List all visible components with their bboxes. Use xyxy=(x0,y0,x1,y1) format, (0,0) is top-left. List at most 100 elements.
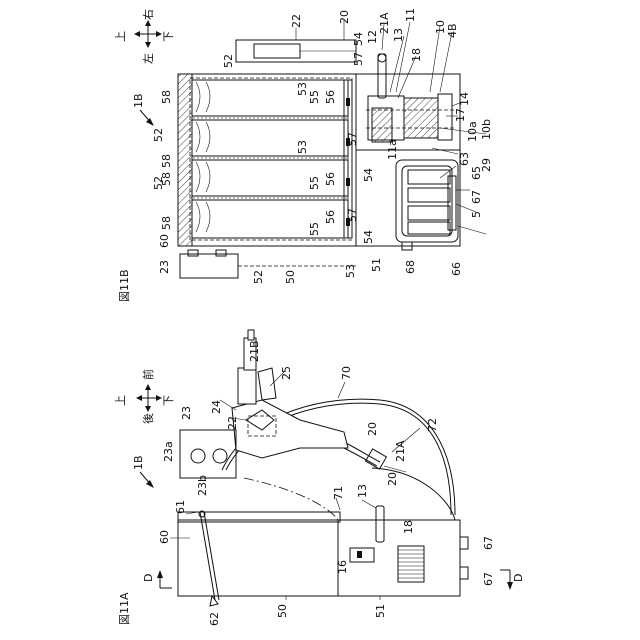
dir-front-label: 前 xyxy=(141,369,155,380)
dir-right-label-b: 右 xyxy=(141,9,155,20)
label-67-b: 67 xyxy=(470,190,483,204)
connector-67-lower xyxy=(460,567,468,579)
label-52-4-b: 52 xyxy=(252,270,265,284)
figure-11a-title: 図11A xyxy=(118,592,131,625)
battery-23 xyxy=(180,430,236,478)
label-58-1-b: 58 xyxy=(160,90,173,104)
label-60-b: 60 xyxy=(158,234,171,248)
section-marker-right-label: D xyxy=(512,574,525,582)
label-58-4-b: 58 xyxy=(160,216,173,230)
label-51-b: 51 xyxy=(370,258,383,272)
label-71-a: 71 xyxy=(332,486,345,500)
label-16-a: 16 xyxy=(336,560,349,574)
label-55-3-b: 55 xyxy=(308,222,321,236)
label-67-lower-a: 67 xyxy=(482,572,495,586)
label-20-upper-a: 20 xyxy=(366,422,379,436)
dir-back-label: 後 xyxy=(141,413,155,424)
dir-up-label-b: 上 xyxy=(114,31,127,42)
label-21a-a: 21A xyxy=(394,440,407,462)
section-marker-left-label: D xyxy=(142,574,155,582)
label-23a-a: 23a xyxy=(162,441,175,462)
label-18-a: 18 xyxy=(402,520,415,534)
label-10b-b: 10b xyxy=(480,119,493,140)
inlet-13 xyxy=(376,506,384,542)
label-24-a: 24 xyxy=(210,400,223,414)
label-60-a: 60 xyxy=(158,530,171,544)
label-51-a: 51 xyxy=(374,604,387,618)
label-17-b: 17 xyxy=(454,108,467,122)
label-1b-b: 1B xyxy=(132,93,145,108)
label-57-mid-b: 57 xyxy=(346,132,359,146)
label-29-b: 29 xyxy=(480,158,493,172)
label-63-b: 63 xyxy=(458,152,471,166)
label-13-b: 13 xyxy=(392,28,405,42)
label-21b-a: 21B xyxy=(248,340,261,362)
connector-67-upper xyxy=(460,537,468,549)
label-57-top-b: 57 xyxy=(352,52,365,66)
direction-indicator-11b: 上 下 左 右 xyxy=(114,9,175,64)
battery-23-b xyxy=(180,254,238,278)
label-53-3-b: 53 xyxy=(344,264,357,278)
hose-71 xyxy=(244,478,338,520)
label-14-b: 14 xyxy=(458,92,471,106)
label-10a-b: 10a xyxy=(466,121,479,142)
direction-indicator-11a: 上 下 前 後 xyxy=(114,369,175,424)
label-52-1-b: 52 xyxy=(222,54,235,68)
label-54-top-b: 54 xyxy=(352,32,365,46)
label-55-2-b: 55 xyxy=(308,176,321,190)
figure-11b: 図11B 上 下 左 右 xyxy=(114,8,493,302)
label-13-a: 13 xyxy=(356,484,369,498)
label-21a-b: 21A xyxy=(378,12,391,34)
label-20-lower-a: 20 xyxy=(386,472,399,486)
label-22-a: 22 xyxy=(226,416,239,430)
nozzle-21a xyxy=(366,449,387,469)
label-11a-b: 11a xyxy=(386,139,399,160)
label-4b-b: 4B xyxy=(446,23,459,38)
label-56-3-b: 56 xyxy=(324,210,337,224)
figure-11b-title: 図11B xyxy=(118,269,131,302)
label-20-b: 20 xyxy=(338,10,351,24)
dir-up-label: 上 xyxy=(114,395,127,406)
label-11-b: 11 xyxy=(404,8,417,22)
pump-module-10 xyxy=(366,94,456,142)
figure-11a: 図11A D D xyxy=(114,330,525,626)
label-22-b: 22 xyxy=(290,14,303,28)
gun-top-view-22 xyxy=(236,40,356,62)
label-1b-a: 1B xyxy=(132,455,145,470)
label-55-1-b: 55 xyxy=(308,90,321,104)
section-marker-left: D xyxy=(142,570,172,588)
label-70-a: 70 xyxy=(340,366,353,380)
label-23-b: 23 xyxy=(158,260,171,274)
label-50-a: 50 xyxy=(276,604,289,618)
label-61-a: 61 xyxy=(174,500,187,514)
label-58-3-b: 58 xyxy=(160,172,173,186)
label-18-b: 18 xyxy=(410,48,423,62)
label-52-2-b: 52 xyxy=(152,128,165,142)
section-marker-right: D xyxy=(500,570,525,590)
label-54-mid-b: 54 xyxy=(362,168,375,182)
battery-module-5 xyxy=(396,160,458,242)
label-66-b: 66 xyxy=(450,262,463,276)
label-68-b: 68 xyxy=(404,260,417,274)
dir-left-label-b: 左 xyxy=(142,53,155,64)
label-23b-a: 23b xyxy=(196,475,209,496)
dir-down-label-b: 下 xyxy=(162,31,175,42)
label-12-b: 12 xyxy=(366,30,379,44)
label-54-low-b: 54 xyxy=(362,230,375,244)
label-67-upper-a: 67 xyxy=(482,536,495,550)
label-56-2-b: 56 xyxy=(324,172,337,186)
label-53-2-b: 53 xyxy=(296,140,309,154)
label-62-a: 62 xyxy=(208,612,221,626)
label-25-a: 25 xyxy=(280,366,293,380)
label-23-a: 23 xyxy=(180,406,193,420)
label-57-low-b: 57 xyxy=(346,208,359,222)
label-50-b: 50 xyxy=(284,270,297,284)
label-72-a: 72 xyxy=(426,418,439,432)
label-58-2-b: 58 xyxy=(160,154,173,168)
label-56-1-b: 56 xyxy=(324,90,337,104)
dir-down-label: 下 xyxy=(162,395,175,406)
label-5-b: 5 xyxy=(470,211,483,218)
labels-11a: 1B 62 50 51 67 67 61 60 16 18 71 13 20 2… xyxy=(132,340,495,626)
